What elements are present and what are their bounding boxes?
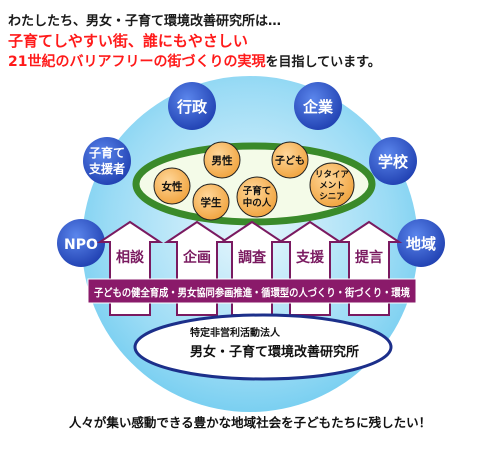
organization-ellipse: 特定非営利活動法人 男女・子育て環境改善研究所 bbox=[133, 313, 393, 381]
stakeholder-gakko: 学校 bbox=[369, 137, 417, 185]
svg-text:地域: 地域 bbox=[406, 235, 436, 253]
svg-text:行政: 行政 bbox=[176, 98, 208, 116]
stakeholder-kigyo: 企業 bbox=[294, 82, 342, 130]
person-kodomo: 子ども bbox=[271, 141, 309, 179]
svg-text:リタイア: リタイア bbox=[315, 169, 350, 180]
person-gakusei: 学生 bbox=[192, 183, 230, 221]
stakeholder-kosodate-shiensha: 子育て 支援者 bbox=[83, 137, 131, 185]
header-goal: 21世紀のバリアフリーの街づくりの実現を目指しています。 bbox=[6, 51, 381, 72]
activity-label: 調査 bbox=[238, 249, 267, 266]
stakeholder-npo: NPO bbox=[57, 219, 105, 267]
svg-text:子ども: 子ども bbox=[275, 154, 305, 167]
svg-text:女性: 女性 bbox=[162, 180, 183, 193]
themes-banner: 子どもの健全育成・男女協同参画推進・循環型の人づくり・街づくり・環境 bbox=[87, 278, 417, 304]
svg-text:支援者: 支援者 bbox=[88, 161, 125, 176]
svg-text:男女・子育て環境改善研究所: 男女・子育て環境改善研究所 bbox=[190, 344, 359, 360]
svg-text:子育て: 子育て bbox=[243, 185, 272, 197]
header-goal-rest: を目指しています。 bbox=[265, 55, 381, 70]
activity-label: 相談 bbox=[116, 249, 145, 266]
svg-text:中の人: 中の人 bbox=[243, 197, 272, 209]
svg-text:子育て: 子育て bbox=[89, 145, 125, 160]
activity-label: 提言 bbox=[355, 249, 383, 266]
header-intro: わたしたち、男女・子育て環境改善研究所は… bbox=[8, 14, 282, 29]
footer-message: 人々が集い感動できる豊かな地域社会を子どもたちに残したい！ bbox=[68, 415, 432, 430]
svg-text:特定非営利活動法人: 特定非営利活動法人 bbox=[190, 326, 281, 339]
svg-text:子どもの健全育成・男女協同参画推進・循環型の人づくり・街づく: 子どもの健全育成・男女協同参画推進・循環型の人づくり・街づくり・環境 bbox=[94, 286, 410, 299]
svg-text:シニア: シニア bbox=[319, 192, 345, 202]
svg-text:学生: 学生 bbox=[201, 196, 222, 209]
svg-text:学校: 学校 bbox=[378, 153, 409, 171]
header-goal-highlight: 21世紀のバリアフリーの街づくりの実現 bbox=[6, 53, 266, 72]
svg-text:NPO: NPO bbox=[64, 237, 98, 253]
svg-text:男性: 男性 bbox=[212, 154, 233, 167]
svg-text:企業: 企業 bbox=[302, 98, 334, 116]
person-josei: 女性 bbox=[153, 167, 191, 205]
svg-text:メント: メント bbox=[319, 181, 345, 191]
stakeholder-chiiki: 地域 bbox=[397, 219, 445, 267]
person-retirement-senior: リタイア メント シニア bbox=[309, 162, 355, 208]
header-slogan: 子育てしやすい街、誰にもやさしい bbox=[7, 31, 250, 52]
stakeholder-gyosei: 行政 bbox=[168, 82, 216, 130]
activity-label: 企画 bbox=[182, 249, 211, 266]
person-dansei: 男性 bbox=[203, 141, 241, 179]
person-kosodate-naka: 子育て 中の人 bbox=[236, 176, 278, 218]
activity-label: 支援 bbox=[295, 249, 325, 266]
